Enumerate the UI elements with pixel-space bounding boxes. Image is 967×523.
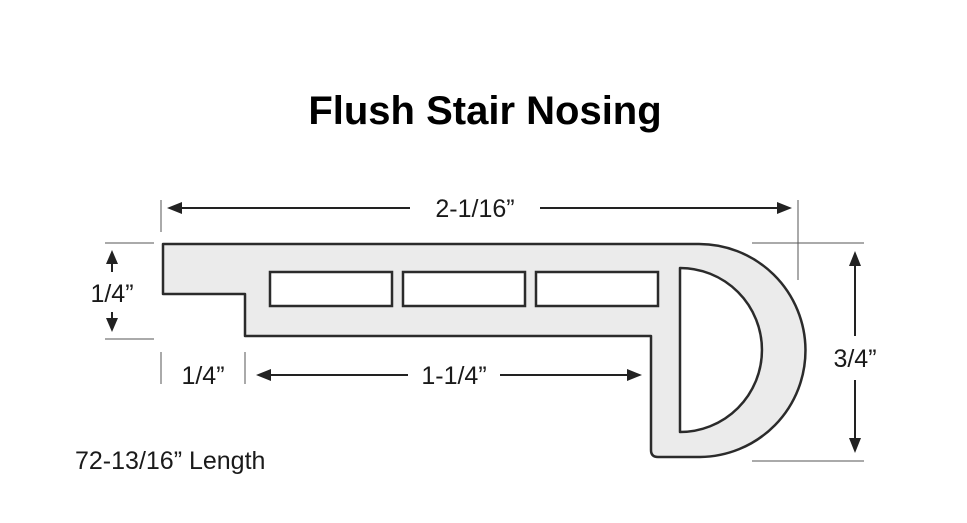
overall-width-dimension: 2-1/16” [160,195,799,280]
step-width-label: 1/4” [181,362,224,390]
overall-height-label: 3/4” [833,345,876,373]
hollow-chamber-round [678,266,764,434]
hollow-chamber-3 [534,270,660,308]
left-thickness-dimension: 1/4” [90,242,154,340]
left-thickness-label: 1/4” [90,280,133,308]
span-length-label: 1-1/4” [421,362,486,390]
overall-height-dimension: 3/4” [752,242,877,462]
hollow-chamber-2 [401,270,527,308]
overall-width-label: 2-1/16” [435,195,514,223]
hollow-chamber-1 [268,270,394,308]
step-width-dimension: 1/4” [160,352,246,390]
length-note: 72-13/16” Length [75,447,265,475]
span-length-dimension: 1-1/4” [256,362,642,390]
diagram-title: Flush Stair Nosing [308,89,661,133]
